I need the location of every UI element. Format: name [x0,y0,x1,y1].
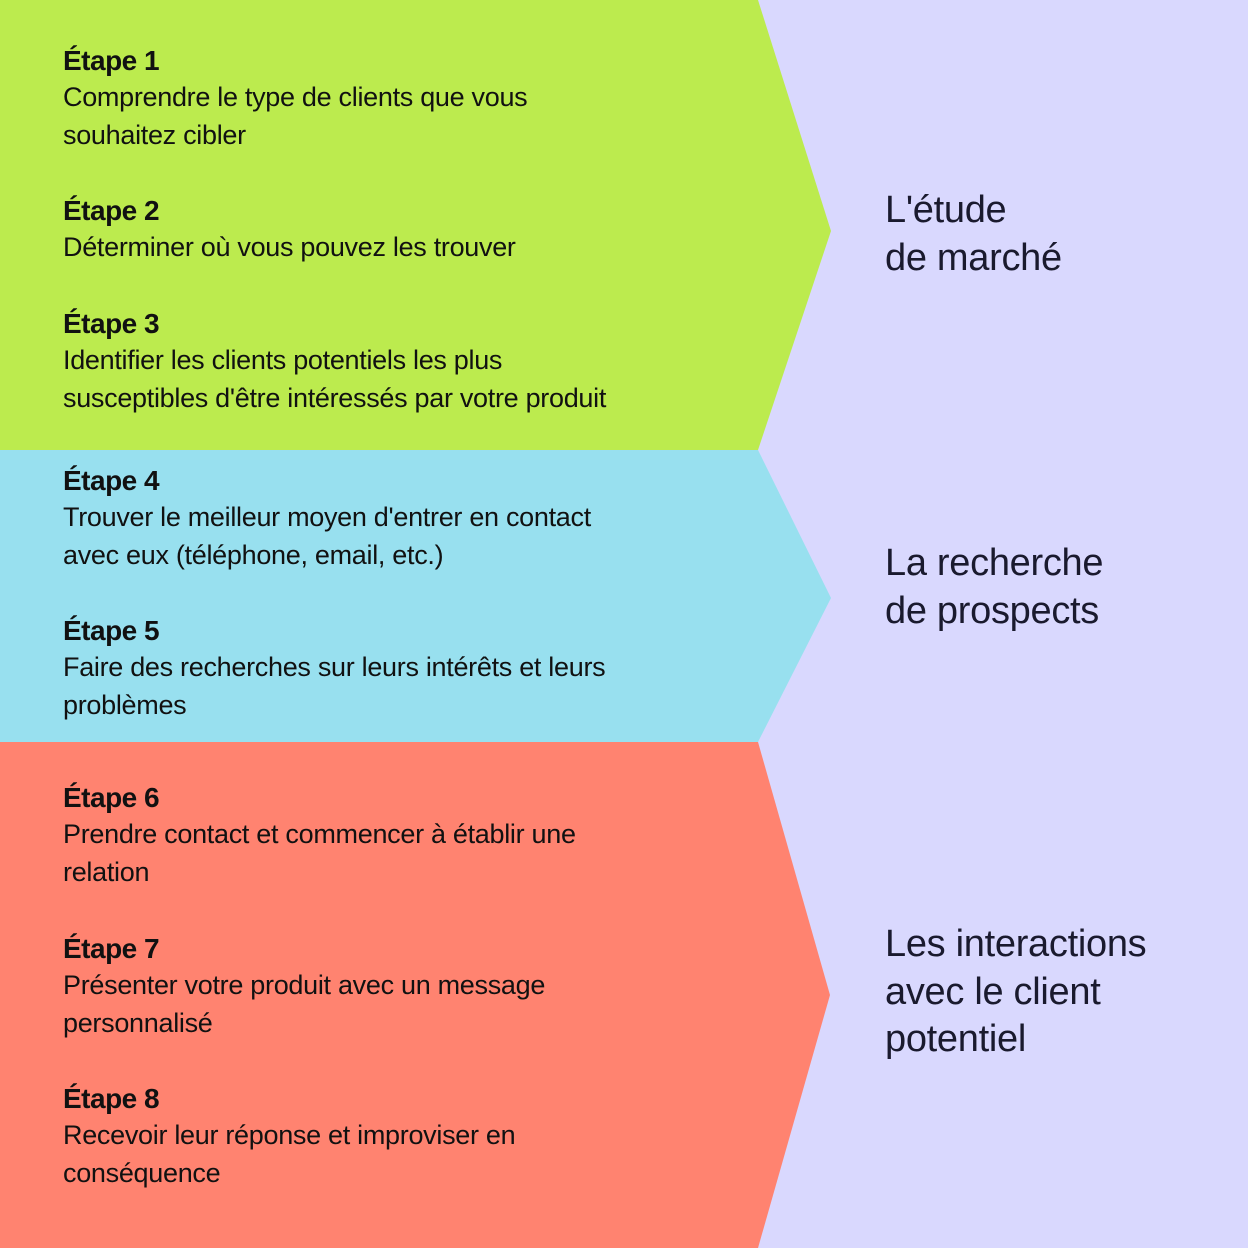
phase-1-label-line-1: L'étude [885,189,1007,231]
step-2: Étape 2 Déterminer où vous pouvez les tr… [63,192,516,267]
phase-3-label: Les interactions avec le client potentie… [885,921,1147,1064]
phase-1-label: L'étude de marché [885,187,1062,282]
step-8-text-line-2: conséquence [63,1157,221,1188]
phase-1-band: Étape 1 Comprendre le type de clients qu… [0,0,1248,450]
step-5-text-line-2: problèmes [63,689,187,720]
step-1-text-line-1: Comprendre le type de clients que vous [63,82,528,112]
step-7-text-line-2: personnalisé [63,1007,213,1038]
step-7-title: Étape 7 [63,933,160,964]
step-3-text-line-1: Identifier les clients potentiels les pl… [63,345,503,375]
step-6-title: Étape 6 [63,782,160,813]
step-4: Étape 4 Trouver le meilleur moyen d'entr… [63,462,591,574]
step-8-text-line-1: Recevoir leur réponse et improviser en [63,1120,516,1150]
phase-1-label-line-2: de marché [885,236,1062,279]
step-2-title: Étape 2 [63,195,160,226]
phase-3-band: Étape 6 Prendre contact et commencer à é… [0,742,1248,1248]
step-5-text-line-1: Faire des recherches sur leurs intérêts … [63,652,606,682]
step-1-text-line-2: souhaitez cibler [63,119,246,150]
step-1-title: Étape 1 [63,45,160,76]
phase-2-chevron-shape [0,450,831,742]
phase-3-label-line-2: avec le client [885,970,1101,1013]
step-8-title: Étape 8 [63,1083,160,1114]
step-4-title: Étape 4 [63,465,160,496]
step-2-text-line-1: Déterminer où vous pouvez les trouver [63,232,516,262]
step-4-text-line-2: avec eux (téléphone, email, etc.) [63,539,444,570]
phase-3-label-line-1: Les interactions [885,923,1147,965]
step-7: Étape 7 Présenter votre produit avec un … [63,930,545,1042]
phase-3-label-line-3: potentiel [885,1018,1026,1060]
step-3-title: Étape 3 [63,308,160,339]
phase-2-label-line-2: de prospects [885,589,1099,632]
step-4-text-line-1: Trouver le meilleur moyen d'entrer en co… [63,502,591,532]
step-6-text-line-2: relation [63,856,150,887]
phase-1-chevron-shape [0,0,831,450]
step-7-text-line-1: Présenter votre produit avec un message [63,970,546,1000]
step-6-text-line-1: Prendre contact et commencer à établir u… [63,819,576,849]
step-5-title: Étape 5 [63,615,160,646]
step-5: Étape 5 Faire des recherches sur leurs i… [63,612,606,724]
step-8: Étape 8 Recevoir leur réponse et improvi… [63,1080,516,1192]
step-1: Étape 1 Comprendre le type de clients qu… [63,42,528,154]
step-3-text-line-2: susceptibles d'être intéressés par votre… [63,382,607,413]
phase-3-chevron-shape [0,742,830,1248]
phase-2-label-line-1: La recherche [885,542,1104,584]
phase-2-label: La recherche de prospects [885,540,1104,635]
step-3: Étape 3 Identifier les clients potentiel… [63,305,606,417]
step-6: Étape 6 Prendre contact et commencer à é… [63,779,576,891]
phase-2-band: Étape 4 Trouver le meilleur moyen d'entr… [0,450,1248,742]
